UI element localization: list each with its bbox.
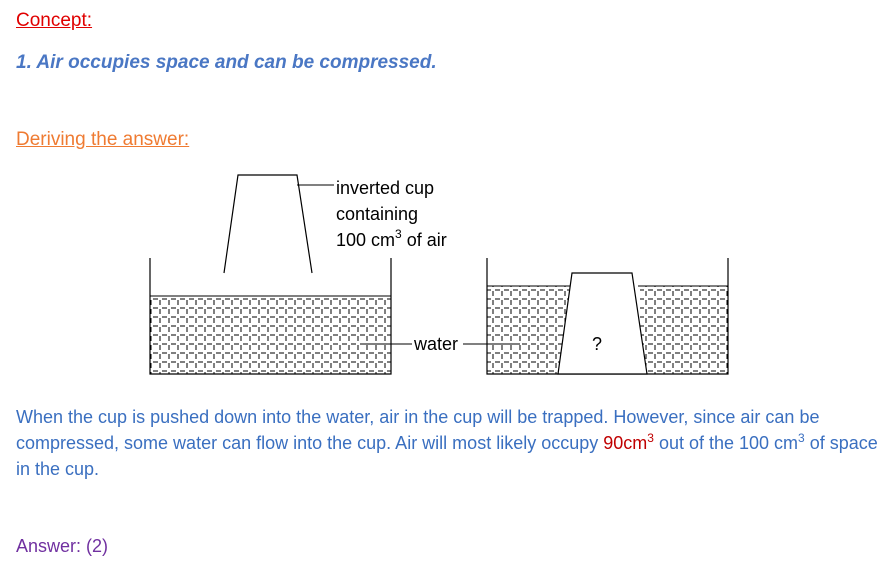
explanation-highlight: 90cm3 xyxy=(603,431,654,453)
submerged-cup xyxy=(557,272,648,375)
concept-point: 1. Air occupies space and can be compres… xyxy=(16,52,437,73)
answer-text: Answer: (2) xyxy=(16,536,109,556)
explanation-part3: of space in the cup. xyxy=(16,433,878,479)
left-tank xyxy=(149,258,392,375)
explanation-part2: out of the 100 cm xyxy=(653,433,799,453)
cup-label-line3-sup: 3 xyxy=(395,227,402,241)
right-water-right xyxy=(640,286,728,374)
water-label: water xyxy=(413,334,458,354)
explanation-part1: When the cup is pushed down into the wat… xyxy=(16,407,820,453)
cup-label-line3: 100 cm3 of air xyxy=(336,227,447,250)
cup-label-line3-pre: 100 cm xyxy=(336,230,395,250)
explanation-highlight-pre: 90cm xyxy=(603,433,648,453)
explanation-part2-sup: 3 xyxy=(798,431,805,445)
deriving-heading: Deriving the answer: xyxy=(16,129,190,150)
left-container xyxy=(149,258,392,375)
cup-label-line3-post: of air xyxy=(402,230,447,250)
left-water xyxy=(150,296,391,374)
unknown-mark: ? xyxy=(592,334,602,354)
concept-heading: Concept: xyxy=(16,10,93,31)
explanation-text: When the cup is pushed down into the wat… xyxy=(16,404,884,482)
cup-label-line1: inverted cup xyxy=(336,178,434,198)
cup-label-line2: containing xyxy=(336,204,418,224)
cup-water-diagram: inverted cup containing 100 cm3 of air ?… xyxy=(149,174,729,375)
right-container xyxy=(486,258,729,375)
right-water-left xyxy=(487,286,569,374)
inverted-cup-above xyxy=(223,174,313,274)
explanation-highlight-sup: 3 xyxy=(647,431,654,445)
